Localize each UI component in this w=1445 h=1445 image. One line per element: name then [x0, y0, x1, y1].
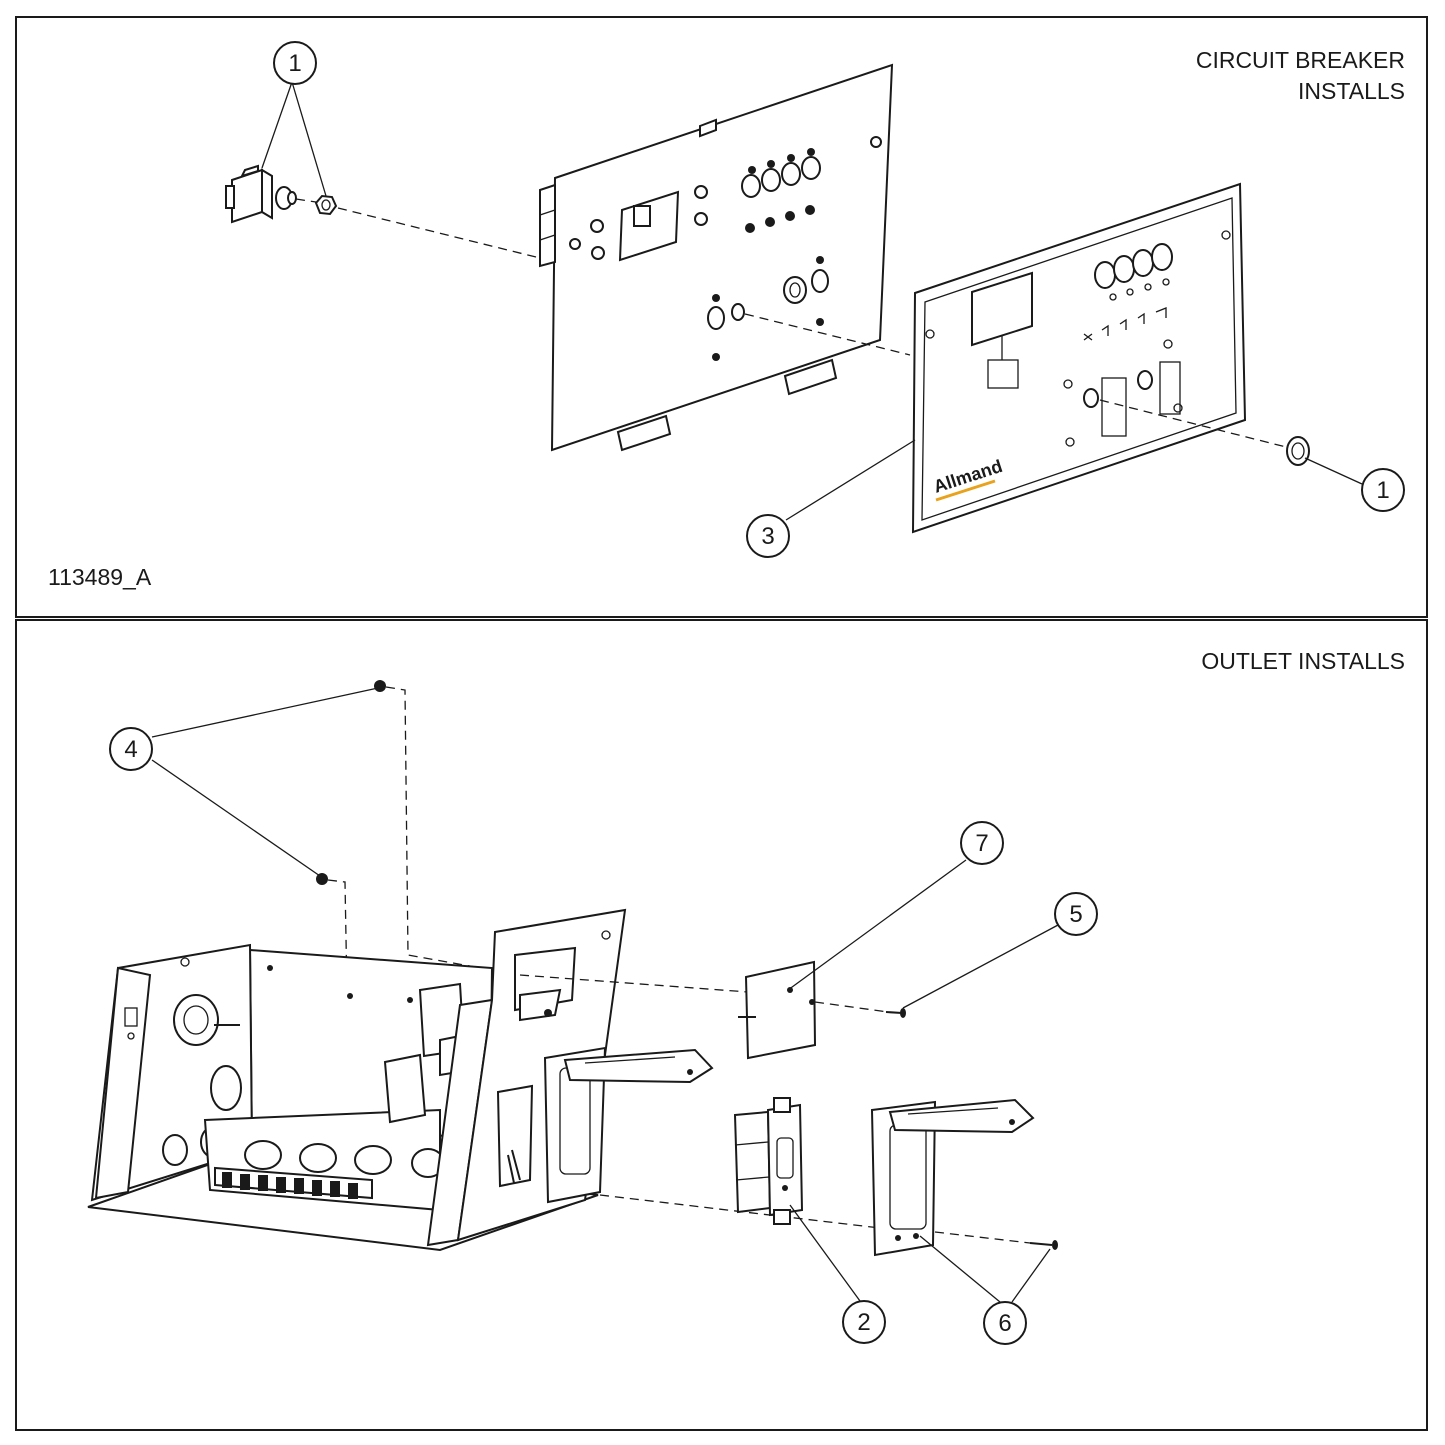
weatherproof-outlet-cover — [870, 1098, 1035, 1257]
cover-mounting-screw — [1029, 1240, 1058, 1250]
gfci-receptacle — [733, 1097, 804, 1225]
callout-1-right-number: 1 — [1376, 477, 1389, 504]
bottom-panel-frame — [15, 619, 1428, 1431]
circuit-breaker — [225, 164, 297, 224]
drawing-id: 113489_A — [48, 564, 152, 590]
grommet — [1286, 436, 1310, 466]
callout-1-top-number: 1 — [288, 50, 301, 77]
blank-cover-plate — [738, 960, 817, 1060]
brand-stripe — [935, 479, 996, 502]
callout-3-number: 3 — [761, 523, 774, 550]
callout-4-number: 4 — [124, 736, 137, 763]
hole-plug-upper — [374, 680, 386, 692]
top-title-line2: INSTALLS — [1298, 78, 1405, 104]
breaker-nut — [314, 194, 338, 216]
callout-2-number: 2 — [857, 1309, 870, 1336]
callout-7: 7 — [787, 821, 1004, 991]
callout-5: 5 — [902, 892, 1098, 1009]
cover-screw — [885, 1008, 906, 1018]
callout-3: 3 — [746, 439, 916, 558]
callout-4: 4 — [109, 687, 379, 877]
callout-6-number: 6 — [998, 1310, 1011, 1337]
outlet-enclosure — [87, 908, 714, 1252]
top-panel-frame — [15, 16, 1428, 618]
callout-1-right: 1 — [1304, 457, 1405, 512]
callout-2: 2 — [789, 1204, 886, 1344]
callout-7-number: 7 — [975, 830, 988, 857]
bottom-title: OUTLET INSTALLS — [1201, 648, 1405, 674]
control-plate — [539, 63, 894, 452]
callout-5-number: 5 — [1069, 901, 1082, 928]
decal-faceplate: Allmand — [911, 182, 1247, 534]
callout-1-top: 1 — [261, 41, 327, 197]
callout-6: 6 — [919, 1235, 1051, 1345]
top-title-line1: CIRCUIT BREAKER — [1196, 47, 1405, 73]
